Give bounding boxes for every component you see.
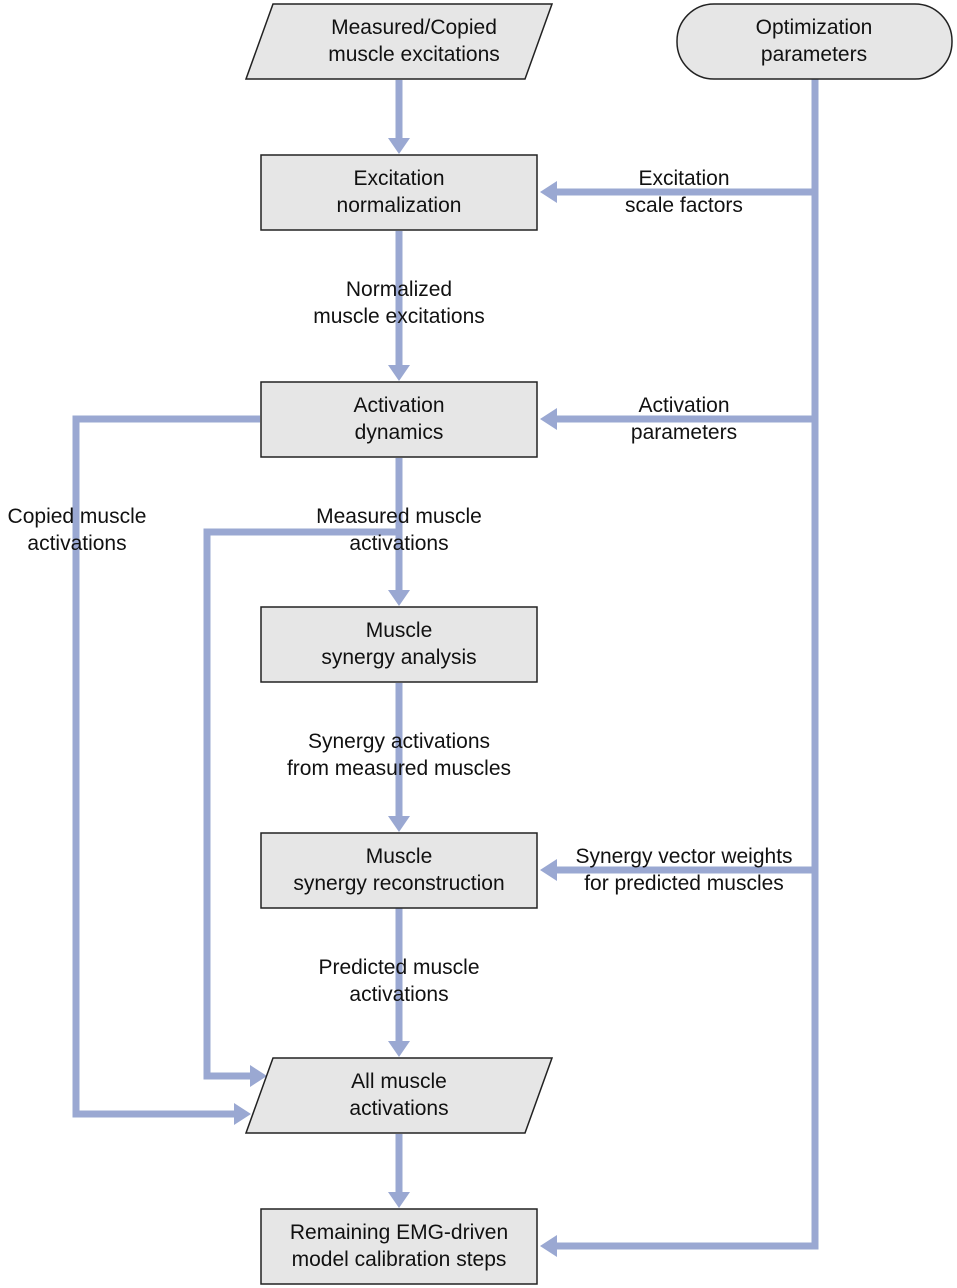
arrowhead (234, 1103, 251, 1125)
edge-label-line: Measured muscle (316, 505, 482, 528)
node-all-muscle-activations: All muscle activations (244, 1057, 554, 1134)
arrowhead (540, 181, 557, 203)
edge-label-line: activations (349, 983, 448, 1006)
edge-label-copied-activations: Copied muscle activations (8, 505, 147, 555)
edge-label-normalized-excitations: Normalized muscle excitations (313, 278, 485, 328)
node-text-line: Muscle (366, 845, 433, 868)
arrow-optimization-trunk (557, 79, 819, 1250)
edge-label-line: Synergy vector weights (575, 845, 792, 868)
node-text-line: All muscle (351, 1070, 447, 1093)
edge-label-line: Excitation (638, 167, 729, 190)
node-muscle-synergy-reconstruction: Muscle synergy reconstruction (260, 832, 538, 909)
node-muscle-synergy-analysis: Muscle synergy analysis (260, 606, 538, 683)
node-text-line: Measured/Copied (331, 16, 497, 39)
node-remaining-calibration-steps: Remaining EMG-driven model calibration s… (260, 1208, 538, 1285)
node-text-line: synergy reconstruction (293, 872, 504, 895)
edge-label-activation-parameters: Activation parameters (631, 394, 737, 444)
arrowhead (388, 1041, 410, 1057)
arrowhead (388, 816, 410, 832)
arrowhead (250, 1065, 267, 1087)
arrowhead (540, 1235, 557, 1257)
connectors (72, 79, 819, 1257)
node-text-line: Optimization (756, 16, 873, 39)
edge-label-synergy-vector-weights: Synergy vector weights for predicted mus… (575, 845, 792, 895)
edge-label-line: Copied muscle (8, 505, 147, 528)
node-measured-copied-excitations: Measured/Copied muscle excitations (244, 3, 554, 80)
arrow-copied-activations (72, 415, 260, 1118)
node-text-line: Activation (353, 394, 444, 417)
node-text-line: activations (349, 1097, 448, 1120)
node-text-line: parameters (761, 43, 867, 66)
edge-label-line: muscle excitations (313, 305, 485, 328)
edge-label-synergy-activations: Synergy activations from measured muscle… (287, 730, 511, 780)
node-activation-dynamics: Activation dynamics (260, 381, 538, 458)
arrowhead (388, 590, 410, 606)
node-text-line: synergy analysis (321, 646, 476, 669)
arrowhead (388, 138, 410, 154)
node-text-line: normalization (337, 194, 462, 217)
edge-label-line: Predicted muscle (318, 956, 479, 979)
edge-label-line: scale factors (625, 194, 743, 217)
edge-label-line: Activation (638, 394, 729, 417)
edge-label-line: from measured muscles (287, 757, 511, 780)
node-text-line: model calibration steps (292, 1248, 507, 1271)
node-optimization-parameters: Optimization parameters (676, 3, 953, 80)
node-text-line: Excitation (353, 167, 444, 190)
node-text-line: Remaining EMG-driven (290, 1221, 508, 1244)
edge-label-line: Normalized (346, 278, 452, 301)
node-excitation-normalization: Excitation normalization (260, 154, 538, 231)
edge-label-line: parameters (631, 421, 737, 444)
edge-label-line: for predicted muscles (584, 872, 784, 895)
node-text-line: dynamics (355, 421, 444, 444)
node-text-line: Muscle (366, 619, 433, 642)
arrowhead (388, 365, 410, 381)
arrowhead (540, 859, 557, 881)
edge-label-line: Synergy activations (308, 730, 490, 753)
edge-label-measured-activations: Measured muscle activations (316, 505, 482, 555)
node-text-line: muscle excitations (328, 43, 500, 66)
arrowhead (540, 408, 557, 430)
edge-label-predicted-activations: Predicted muscle activations (318, 956, 479, 1006)
edge-label-line: activations (349, 532, 448, 555)
arrow-measured-activations-bypass (203, 528, 399, 1080)
edge-label-excitation-scale-factors: Excitation scale factors (625, 167, 743, 217)
arrowhead (388, 1192, 410, 1208)
edge-label-line: activations (27, 532, 126, 555)
